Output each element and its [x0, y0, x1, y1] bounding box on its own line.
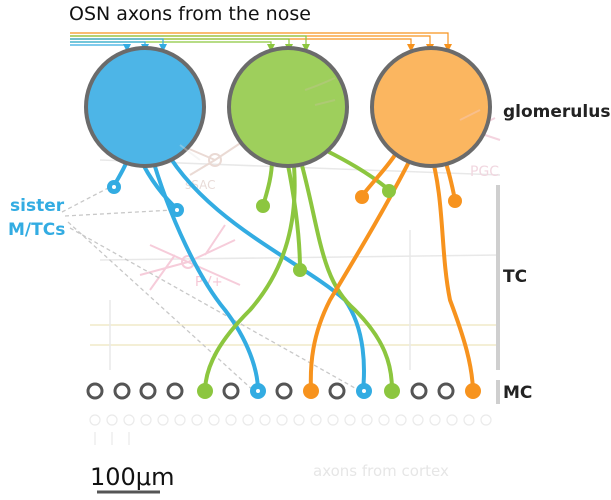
mtcs-label: M/TCs [8, 220, 65, 240]
tufted-cell-orange-2 [448, 194, 462, 208]
faded-pv-cell [139, 224, 241, 291]
blue-glomerulus [84, 46, 206, 168]
tufted-cell-green-1 [256, 199, 270, 213]
tufted-cells [107, 180, 462, 277]
scale-label: 100μm [90, 463, 174, 491]
mitral-cell-green-2 [384, 383, 400, 399]
faded-granule-row [89, 414, 492, 445]
sister-label: sister [10, 196, 65, 216]
glomerulus-overlay-traces [179, 77, 481, 161]
mitral-cell-green-1 [197, 383, 213, 399]
faded-pgc-label: PGC [470, 164, 499, 180]
tufted-cell-green-3 [382, 184, 396, 198]
orange-glomerulus [370, 46, 492, 168]
faded-axons-label: axons from cortex [313, 462, 449, 480]
glomeruli [84, 46, 492, 168]
green-glomerulus [227, 46, 349, 168]
tufted-cell-orange-1 [355, 190, 369, 204]
mitral-cell-row [86, 382, 481, 400]
mc-label: MC [503, 383, 532, 403]
title-label: OSN axons from the nose [69, 3, 311, 25]
mitral-cell-orange-2 [465, 383, 481, 399]
osn-axon-bundles [70, 32, 449, 46]
mitral-cell-orange-1 [303, 383, 319, 399]
tufted-cell-green-2 [293, 263, 307, 277]
tc-label: TC [503, 267, 527, 287]
glomerulus-label: glomerulus [503, 102, 610, 122]
sister-pointer-lines [61, 185, 363, 393]
